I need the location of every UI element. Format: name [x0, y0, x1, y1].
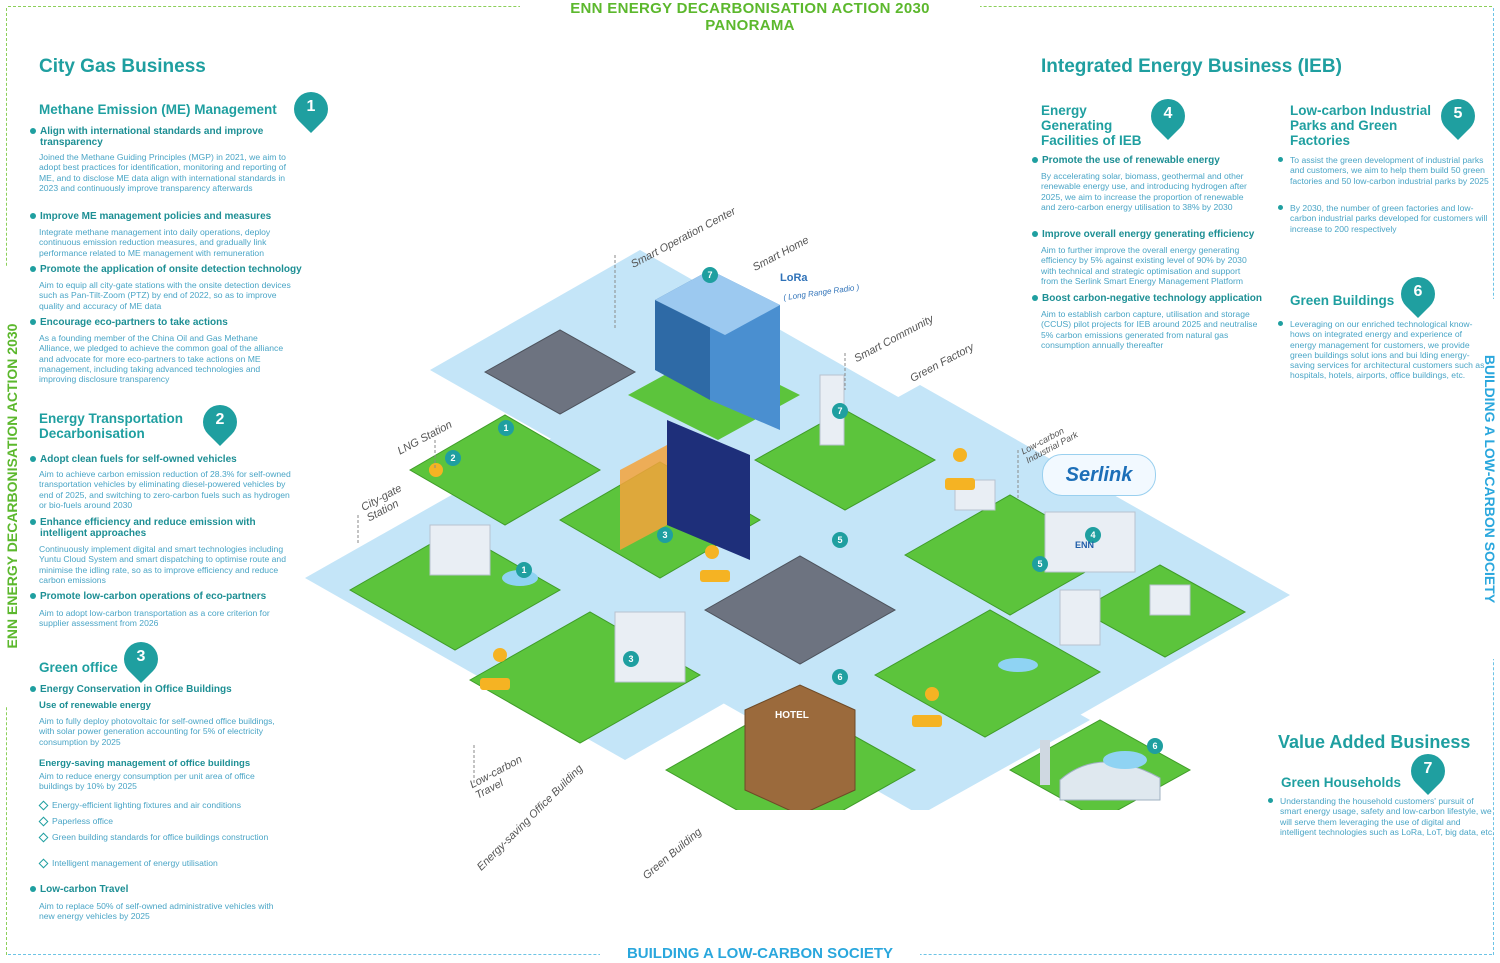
- pin-marker-4: 4: [1143, 91, 1193, 143]
- taxis: [480, 478, 975, 727]
- office-list-item-3: Green building standards for office buil…: [38, 832, 282, 842]
- green-buildings-body: Leveraging on our enriched technological…: [1276, 319, 1490, 381]
- office-head: Energy Conservation in Office Buildings: [28, 684, 300, 695]
- office-sub1: Use of renewable energy: [39, 700, 151, 711]
- svg-text:2: 2: [450, 453, 455, 463]
- transport-item-2-body: Continuously implement digital and smart…: [39, 544, 286, 585]
- hotel-building: HOTEL: [744, 684, 856, 810]
- left-vertical-title: ENN ENERGY DECARBONISATION ACTION 2030: [3, 266, 21, 706]
- lora-label: LoRa: [780, 272, 808, 284]
- svg-text:1: 1: [521, 565, 526, 575]
- transport-item-3-body: Aim to adopt low-carbon transportation a…: [39, 608, 270, 629]
- buildings: [429, 374, 1191, 683]
- pin-marker-5: 5: [1433, 91, 1483, 143]
- pin-marker-1: 1: [286, 84, 336, 136]
- serlink-logo: Serlink: [1042, 454, 1156, 496]
- city-gas-title: City Gas Business: [39, 56, 206, 77]
- page-title-line1: ENN ENERGY DECARBONISATION ACTION 2030: [570, 0, 930, 17]
- travel-body: Aim to replace 50% of self-owned adminis…: [39, 901, 274, 922]
- facilities-item-1-head: Promote the use of renewable energy: [1030, 155, 1272, 166]
- svg-text:1: 1: [503, 423, 508, 433]
- me-item-2-head: Improve ME management policies and measu…: [28, 211, 300, 222]
- svg-text:5: 5: [837, 535, 842, 545]
- office-sub2-body: Aim to reduce energy consumption per uni…: [39, 771, 255, 792]
- isometric-city-map: HOTEL 1 2 1 3 7 7 5 5 4 3 6 6: [305, 250, 1290, 810]
- travel-head: Low-carbon Travel: [28, 884, 270, 895]
- teal-markers: [445, 267, 1163, 754]
- pin-marker-7: 7: [1403, 746, 1453, 798]
- me-item-3-head: Promote the application of onsite detect…: [28, 264, 310, 275]
- green-office-title: Green office: [39, 660, 118, 675]
- me-item-1-head: Align with international standards and i…: [28, 126, 280, 148]
- facilities-item-1-body: By accelerating solar, biomass, geotherm…: [1041, 171, 1247, 212]
- transport-item-1-body: Aim to achieve carbon emission reduction…: [39, 469, 291, 510]
- me-item-1-body: Joined the Methane Guiding Principles (M…: [39, 152, 286, 193]
- enn-sign: ENN: [1075, 540, 1094, 550]
- me-item-2-body: Integrate methane management into daily …: [39, 227, 271, 258]
- green-households-title: Green Households: [1281, 775, 1402, 790]
- me-item-4-head: Encourage eco-partners to take actions: [28, 317, 300, 328]
- office-list-item-1: Energy-efficient lighting fixtures and a…: [38, 800, 282, 810]
- pin-marker-2: 2: [195, 397, 245, 449]
- transport-item-3-head: Promote low-carbon operations of eco-par…: [28, 591, 300, 602]
- office-sub1-body: Aim to fully deploy photovoltaic for sel…: [39, 716, 275, 747]
- transport-title: Energy Transportation Decarbonisation: [39, 411, 184, 441]
- me-item-4-body: As a founding member of the China Oil an…: [39, 333, 284, 385]
- svg-text:7: 7: [837, 406, 842, 416]
- parks-title: Low-carbon Industrial Parks and Green Fa…: [1290, 103, 1432, 148]
- green-buildings-title: Green Buildings: [1290, 293, 1395, 308]
- facilities-item-3-body: Aim to establish carbon capture, utilisa…: [1041, 309, 1258, 350]
- facilities-item-2-head: Improve overall energy generating effici…: [1030, 229, 1282, 240]
- operation-center-screen: [620, 420, 750, 560]
- office-list-item-4: Intelligent management of energy utilisa…: [38, 858, 282, 868]
- teal-marker-numbers: 1 2 1 3 7 7 5 5 4 3 6 6: [450, 270, 1157, 751]
- hotel-sign: HOTEL: [775, 710, 809, 721]
- svg-text:4: 4: [1090, 530, 1095, 540]
- svg-text:3: 3: [628, 654, 633, 664]
- svg-text:7: 7: [707, 270, 712, 280]
- office-list-item-2: Paperless office: [38, 816, 282, 826]
- parks-item-2: By 2030, the number of green factories a…: [1276, 203, 1490, 234]
- facilities-item-3-head: Boost carbon-negative technology applica…: [1030, 293, 1282, 304]
- page-title: ENN ENERGY DECARBONISATION ACTION 2030 P…: [520, 0, 980, 34]
- transport-item-1-head: Adopt clean fuels for self-owned vehicle…: [28, 454, 300, 465]
- pin-marker-3: 3: [116, 634, 166, 686]
- facilities-item-2-body: Aim to further improve the overall energ…: [1041, 245, 1247, 286]
- svg-text:6: 6: [837, 672, 842, 682]
- office-sub2: Energy-saving management of office build…: [39, 758, 251, 769]
- value-added-title: Value Added Business: [1278, 732, 1471, 752]
- yellow-pins: [429, 448, 967, 701]
- parks-item-1: To assist the green development of indus…: [1276, 155, 1490, 186]
- pin-marker-6: 6: [1393, 269, 1443, 321]
- page-title-line2: PANORAMA: [705, 17, 795, 34]
- plaza-blocks: [483, 329, 897, 665]
- green-households-body: Understanding the household customers' p…: [1266, 796, 1495, 837]
- label-leader-lines: [357, 255, 1019, 785]
- transport-item-2-head: Enhance efficiency and reduce emission w…: [28, 517, 270, 539]
- svg-text:5: 5: [1037, 559, 1042, 569]
- bottom-title: BUILDING A LOW-CARBON SOCIETY: [600, 945, 920, 963]
- label-green-building: Green Building: [640, 826, 705, 882]
- ieb-title: Integrated Energy Business (IEB): [1041, 56, 1342, 77]
- facilities-title: Energy Generating Facilities of IEB: [1041, 103, 1142, 148]
- svg-text:6: 6: [1152, 741, 1157, 751]
- me-title: Methane Emission (ME) Management: [39, 102, 277, 117]
- svg-text:3: 3: [662, 530, 667, 540]
- smart-home-tower: [628, 270, 800, 440]
- me-item-3-body: Aim to equip all city-gate stations with…: [39, 280, 291, 311]
